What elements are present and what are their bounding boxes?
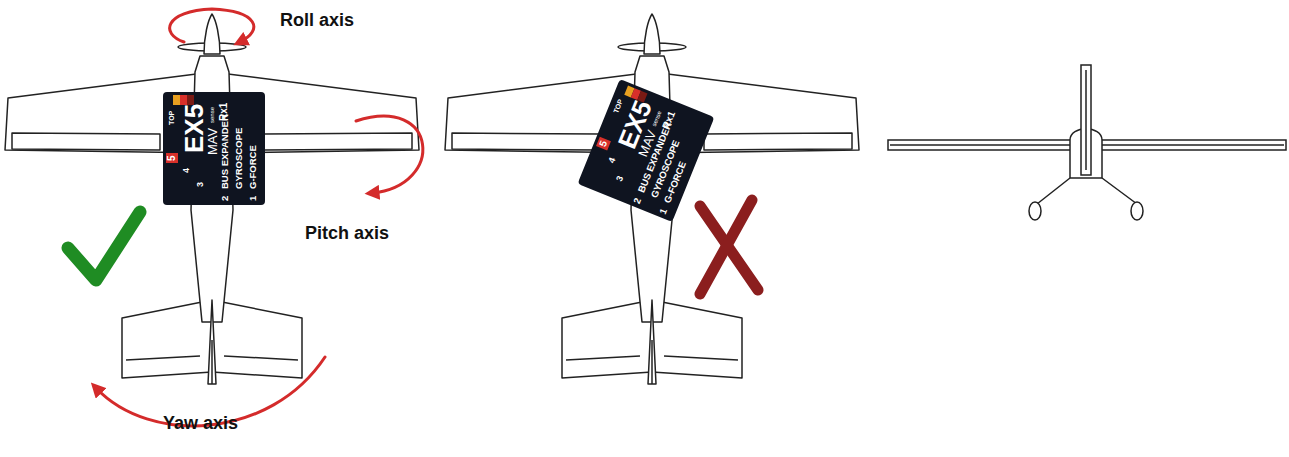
module-text: TOP	[612, 98, 624, 114]
module-text: 5	[596, 137, 611, 150]
color-stripe	[187, 95, 194, 105]
roll-arrow	[170, 9, 254, 42]
module-text: 4	[182, 168, 191, 173]
cross-mark	[700, 200, 758, 294]
module-text: MAV	[206, 128, 219, 155]
airplane-front-view	[888, 65, 1286, 220]
module-text: BUS EXPANDER	[220, 114, 230, 189]
axis-label: Yaw axis	[163, 414, 238, 432]
module-text: TOP	[168, 111, 175, 125]
module-text: 2	[632, 197, 643, 205]
pitch-arrow	[356, 116, 423, 193]
module-text: 1	[658, 207, 669, 215]
module-text: sense	[209, 107, 215, 123]
airplane-top-view	[5, 14, 419, 384]
module-label-frame: 5TOP4EX5Rx13MAVsense2BUS EXPANDERGYROSCO…	[163, 92, 265, 205]
check-mark	[68, 212, 140, 280]
axis-label: Pitch axis	[305, 224, 389, 242]
axis-label: Roll axis	[280, 11, 354, 29]
module-text: 4	[607, 157, 617, 165]
gyro-module: 5TOP4EX5Rx13MAVsense2BUS EXPANDERGYROSCO…	[163, 92, 265, 205]
module-text: 3	[615, 175, 625, 183]
color-stripe	[173, 95, 180, 105]
color-stripe	[180, 95, 187, 105]
module-text: G-FORCE	[248, 145, 258, 189]
module-text: 2	[220, 196, 230, 201]
module-text: 5	[166, 153, 178, 163]
airplane-top-view	[445, 14, 859, 384]
module-text: 1	[248, 196, 258, 201]
module-text: EX5	[181, 104, 207, 153]
module-text: GYROSCOPE	[234, 128, 244, 189]
module-text: 3	[196, 182, 205, 187]
